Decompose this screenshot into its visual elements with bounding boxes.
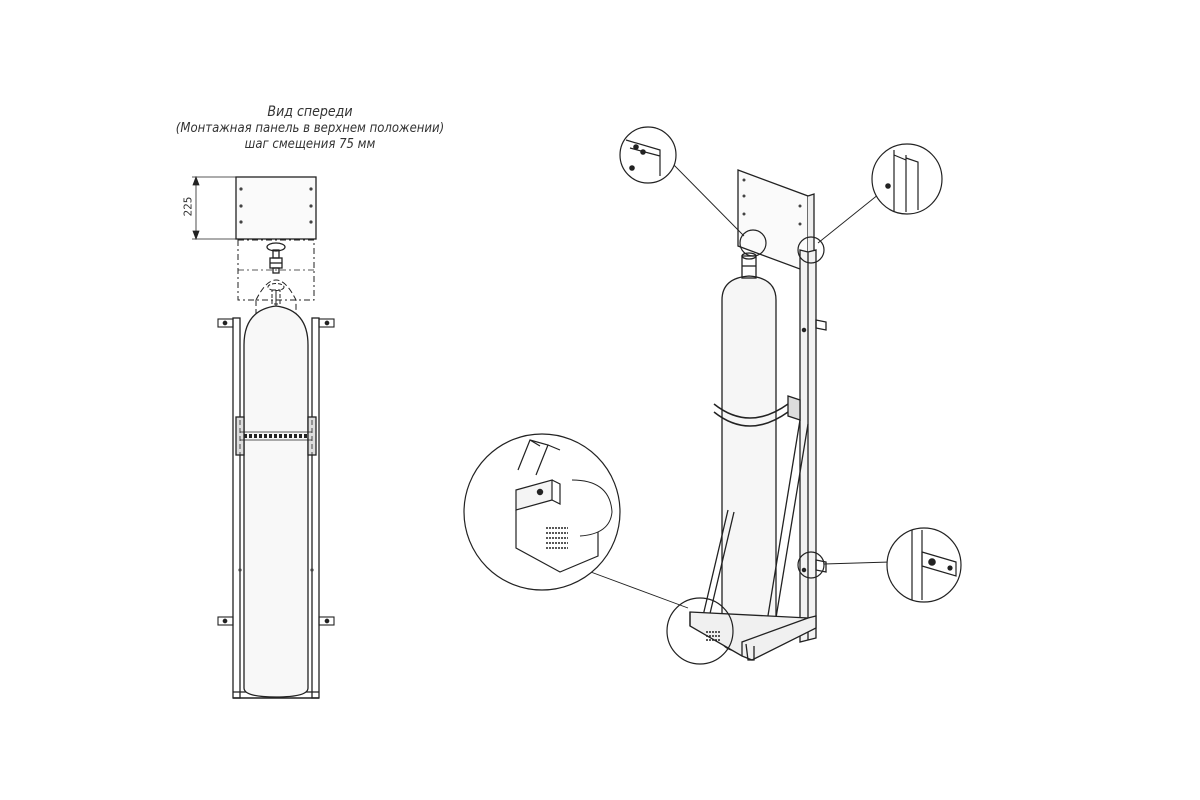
- detail-rail-bracket: [886, 527, 962, 603]
- view-title: Вид спереди: [267, 104, 353, 120]
- mounting-panel-iso: [737, 169, 809, 273]
- frame-rail-right: [311, 317, 320, 699]
- strap-iso: [713, 403, 789, 427]
- diagonal-brace-iso: [763, 419, 809, 643]
- base-frame-iso: [689, 611, 817, 661]
- offset-step-note: шаг смещения 75 мм: [244, 137, 376, 152]
- gas-cylinder-front: [243, 305, 309, 698]
- mounting-panel-upper: [235, 176, 317, 240]
- dimension-225: [192, 175, 236, 241]
- rail-iso: [799, 249, 817, 643]
- dimension-label: 225: [181, 196, 195, 217]
- isometric-view: [689, 169, 827, 661]
- detail-base-bracket: [463, 433, 621, 591]
- detail-panel-bolt: [619, 126, 677, 184]
- gas-cylinder-iso: [721, 275, 777, 653]
- valve-handwheel: [266, 242, 286, 274]
- wall-brackets: [217, 318, 335, 626]
- front-view: [192, 175, 335, 699]
- detail-rail-top: [871, 143, 943, 215]
- detail-callouts: [463, 126, 962, 665]
- view-subtitle: (Монтажная панель в верхнем положении): [175, 121, 445, 136]
- frame-rail-left: [232, 317, 241, 699]
